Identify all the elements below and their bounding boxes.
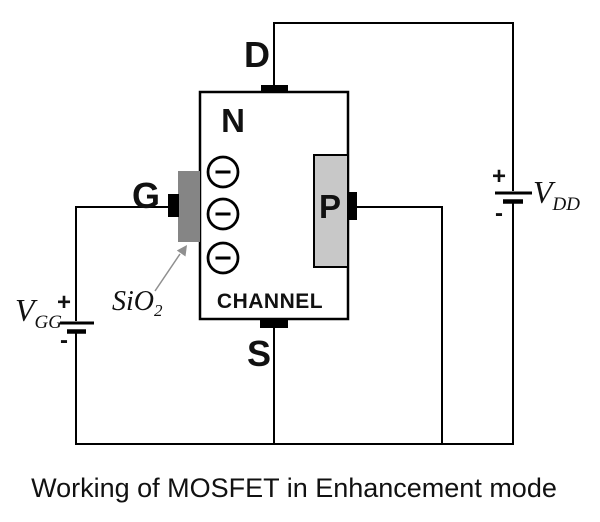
vgg-minus-sign: -	[60, 327, 68, 354]
vgg-plus-sign: +	[57, 289, 71, 316]
drain-contact	[261, 85, 288, 93]
p-region-contact	[348, 192, 357, 220]
oxide-label: SiO2	[112, 286, 163, 320]
drain-label: D	[244, 34, 270, 75]
gate-contact	[168, 194, 179, 217]
vgg-battery: + - VGG	[15, 289, 94, 354]
wire-vgg-to-bottom-to-vdd	[75, 203, 514, 445]
oxide-arrow-line	[154, 253, 181, 292]
gate-label: G	[132, 175, 160, 216]
vdd-minus-sign: -	[495, 200, 503, 227]
source-label: S	[247, 333, 271, 374]
source-contact	[260, 319, 288, 328]
vdd-plus-sign: +	[492, 163, 506, 190]
electron-icon	[206, 197, 240, 231]
vgg-label: VGG	[15, 292, 62, 333]
diagram-caption: Working of MOSFET in Enhancement mode	[31, 473, 557, 503]
vdd-label: VDD	[533, 174, 580, 215]
n-region-label: N	[221, 102, 245, 139]
wire-drain-to-vdd	[273, 22, 514, 191]
electron-icon	[206, 241, 240, 275]
gate-oxide-layer	[178, 171, 200, 242]
wire-p-contact-to-bottom	[355, 206, 443, 444]
wire-gate-to-vgg	[75, 206, 170, 321]
vdd-battery: + - VDD	[492, 163, 580, 227]
electron-icon	[206, 155, 240, 189]
terminal-contacts	[168, 85, 357, 328]
oxide-arrow-head	[176, 245, 187, 257]
electron-symbols	[206, 155, 240, 275]
circuit-wires	[75, 22, 514, 445]
channel-label: CHANNEL	[217, 290, 323, 313]
oxide-annotation: SiO2	[112, 245, 187, 320]
p-region-label: P	[319, 188, 341, 225]
